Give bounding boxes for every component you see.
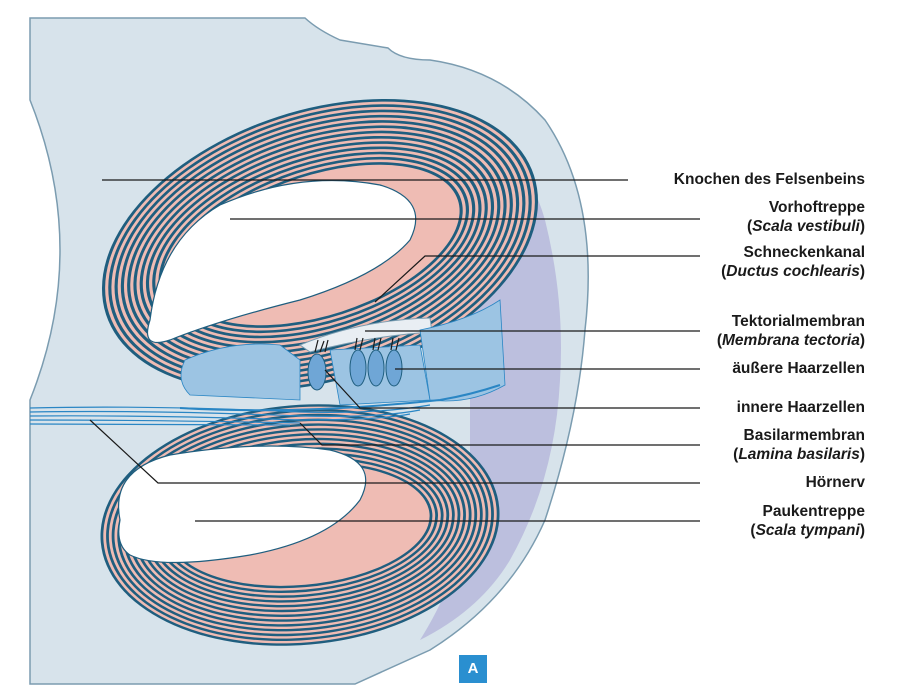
label-schnecke-latin: (Ductus cochlearis) bbox=[721, 262, 865, 281]
panel-badge: A bbox=[459, 655, 487, 683]
label-knochen: Knochen des Felsenbeins bbox=[674, 170, 865, 189]
label-basilar: Basilarmembran (Lamina basilaris) bbox=[733, 426, 865, 464]
label-tektorial-latin: (Membrana tectoria) bbox=[717, 331, 865, 350]
label-innere: innere Haarzellen bbox=[737, 398, 865, 417]
label-hoernerv-text: Hörnerv bbox=[806, 474, 865, 491]
label-knochen-text: Knochen des Felsenbeins bbox=[674, 171, 865, 188]
label-vorhof-text: Vorhoftreppe bbox=[747, 198, 865, 217]
label-aeussere-text: äußere Haarzellen bbox=[732, 360, 865, 377]
label-pauken-latin: (Scala tympani) bbox=[750, 521, 865, 540]
label-tektorial: Tektorialmembran (Membrana tectoria) bbox=[717, 312, 865, 350]
label-vorhof: Vorhoftreppe (Scala vestibuli) bbox=[747, 198, 865, 236]
label-basilar-text: Basilarmembran bbox=[733, 426, 865, 445]
label-schnecke-text: Schneckenkanal bbox=[721, 243, 865, 262]
label-vorhof-latin: (Scala vestibuli) bbox=[747, 217, 865, 236]
label-aeussere: äußere Haarzellen bbox=[732, 359, 865, 378]
label-pauken-text: Paukentreppe bbox=[750, 502, 865, 521]
label-hoernerv: Hörnerv bbox=[806, 473, 865, 492]
label-innere-text: innere Haarzellen bbox=[737, 399, 865, 416]
label-pauken: Paukentreppe (Scala tympani) bbox=[750, 502, 865, 540]
label-schnecke: Schneckenkanal (Ductus cochlearis) bbox=[721, 243, 865, 281]
label-tektorial-text: Tektorialmembran bbox=[717, 312, 865, 331]
label-basilar-latin: (Lamina basilaris) bbox=[733, 445, 865, 464]
